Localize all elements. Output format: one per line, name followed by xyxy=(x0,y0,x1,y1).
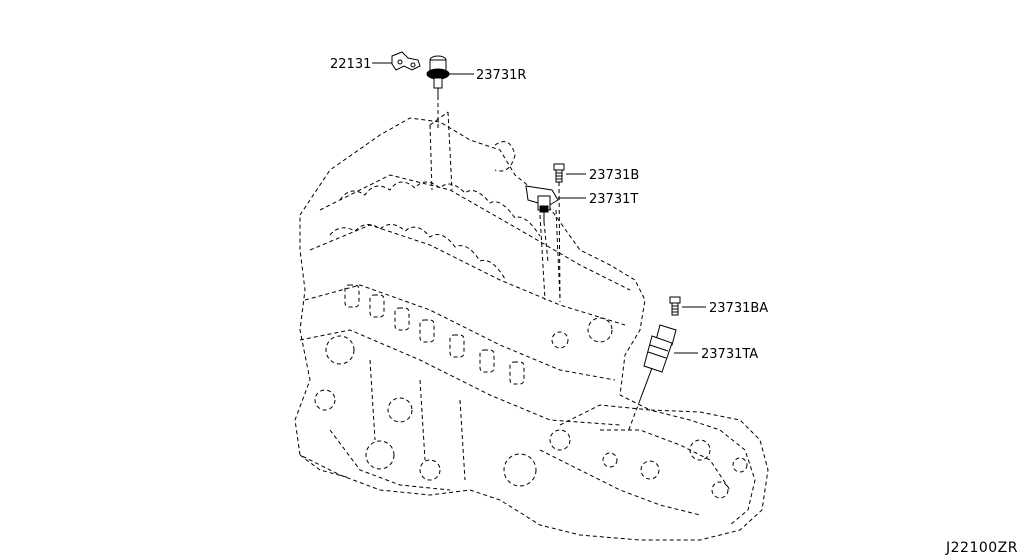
label-23731T: 23731T xyxy=(589,192,638,207)
part-23731T-sensor xyxy=(525,185,559,222)
part-23731R-sensor xyxy=(426,55,450,96)
part-23731BA-bolt xyxy=(669,296,681,316)
label-23731R: 23731R xyxy=(476,68,526,83)
label-23731TA: 23731TA xyxy=(701,347,758,362)
part-23731B-bolt xyxy=(553,163,565,183)
leader-lines xyxy=(372,62,706,433)
part-23731TA-sensor xyxy=(639,324,677,401)
engine-block-illustration xyxy=(294,111,769,541)
label-23731B: 23731B xyxy=(589,168,639,183)
label-22131: 22131 xyxy=(330,57,371,72)
label-23731BA: 23731BA xyxy=(709,301,768,316)
part-22131-bracket xyxy=(391,51,421,71)
diagram-code: J22100ZR xyxy=(946,540,1018,556)
